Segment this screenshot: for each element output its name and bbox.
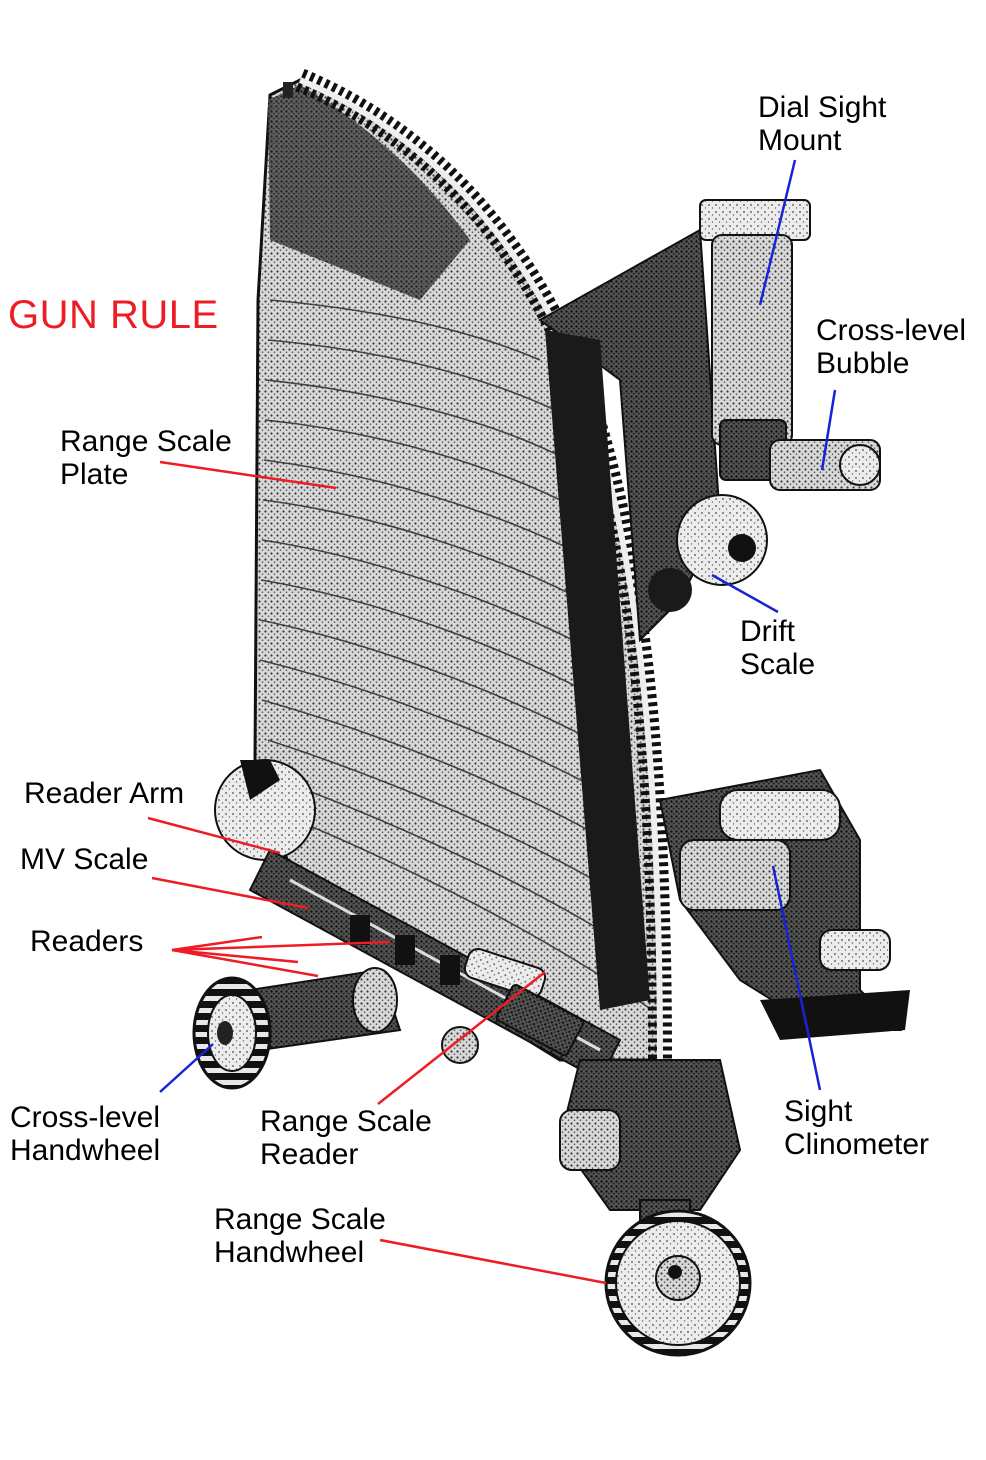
leader-dial-sight-mount (758, 159, 797, 306)
label-line: Dial Sight (758, 91, 887, 124)
label-line: Handwheel (214, 1236, 365, 1269)
label-mv-scale: MV Scale (20, 843, 148, 876)
label-cross-level-handwheel: Cross-level Handwheel (10, 1101, 160, 1167)
leader-range-scale-reader (377, 971, 546, 1105)
leader-readers-2 (171, 935, 263, 952)
label-line: Cross-level (816, 314, 967, 347)
leader-reader-arm (147, 816, 281, 855)
label-line: Mount (758, 124, 842, 157)
label-line: Cross-level (10, 1101, 161, 1134)
leader-cross-level-handwheel (159, 1043, 214, 1093)
label-readers: Readers (30, 925, 143, 958)
label-cross-level-bubble: Cross-level Bubble (816, 314, 966, 380)
leader-readers-3 (171, 948, 299, 964)
label-line: Range Scale (60, 425, 232, 458)
label-line: MV Scale (20, 843, 149, 876)
leader-range-scale-plate (159, 460, 337, 490)
leader-readers-4 (171, 948, 319, 978)
label-sight-clinometer: Sight Clinometer (784, 1095, 929, 1161)
sight-bracket-drawing (538, 199, 881, 1010)
label-range-scale-plate: Range Scale Plate (60, 425, 232, 491)
leader-readers-1 (171, 940, 391, 952)
label-dial-sight-mount: Dial Sight Mount (758, 91, 886, 157)
sight-clinometer-drawing (658, 768, 910, 1040)
label-range-scale-reader: Range Scale Reader (260, 1105, 432, 1171)
label-line: Range Scale (260, 1105, 432, 1138)
leader-lines (147, 159, 837, 1285)
label-line: Reader Arm (24, 777, 185, 810)
reader-arm-drawing (214, 759, 622, 1082)
label-line: Reader (260, 1138, 359, 1171)
range-scale-handwheel-drawing (558, 1059, 752, 1357)
label-reader-arm: Reader Arm (24, 777, 184, 810)
cross-level-handwheel-drawing (192, 967, 479, 1090)
label-drift-scale: Drift Scale (740, 615, 815, 681)
leader-range-scale-handwheel (379, 1238, 607, 1285)
leader-cross-level-bubble (820, 389, 837, 471)
diagram-title: GUN RULE (8, 293, 219, 337)
label-line: Readers (30, 925, 144, 958)
label-line: Bubble (816, 347, 910, 380)
label-range-scale-handwheel: Range Scale Handwheel (214, 1203, 386, 1269)
leader-sight-clinometer (771, 865, 822, 1091)
leader-drift-scale (711, 573, 779, 614)
leader-mv-scale (151, 876, 309, 910)
label-line: Sight (784, 1095, 853, 1128)
label-line: Handwheel (10, 1134, 161, 1167)
label-line: Clinometer (784, 1128, 930, 1161)
label-line: Plate (60, 458, 129, 491)
label-line: Range Scale (214, 1203, 386, 1236)
label-line: Drift (740, 615, 795, 648)
label-line: Scale (740, 648, 816, 681)
